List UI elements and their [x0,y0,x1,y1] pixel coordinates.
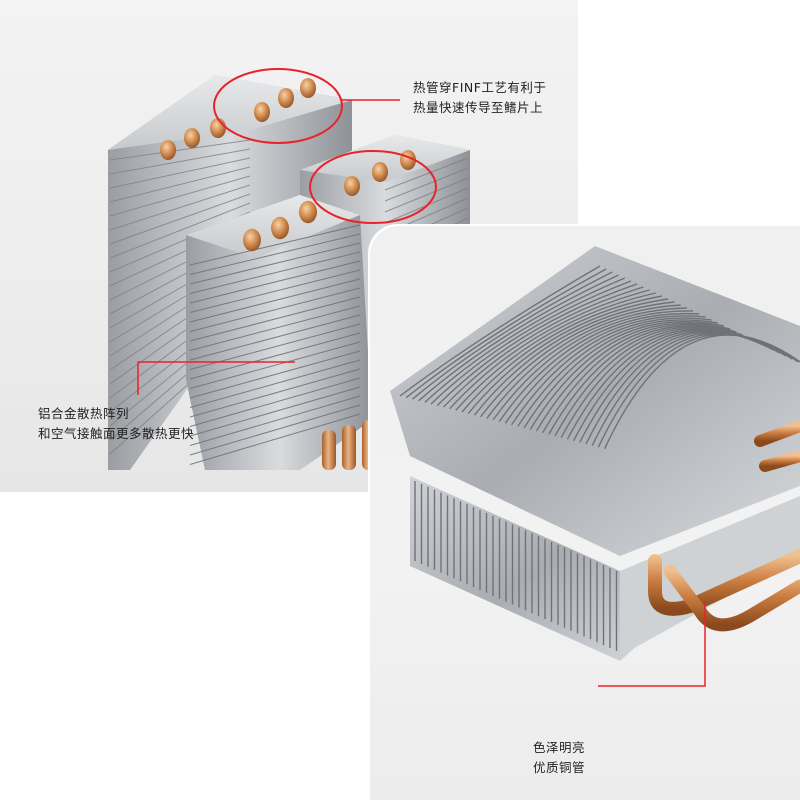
closeup-heatsink-image [390,246,800,687]
upper-fin-edge [455,292,656,411]
highlight-ring-middle-caps [309,150,437,224]
caption-copper-line1: 色泽明亮 [533,740,586,755]
caption-aluminum-array: 铝合金散热阵列 和空气接触面更多散热更快 [38,404,194,444]
rear-fin-edge [109,175,251,217]
base-heatpipes [322,420,374,470]
upper-fin-edge [492,310,694,421]
upper-fin-edge [473,301,675,416]
front-fin-edge [189,224,361,266]
heatpipe-cap-icon [254,102,270,122]
upper-fin-edge [498,312,700,423]
front-fin-edge [189,278,361,323]
upper-fin-edge [418,274,619,402]
heatpipe-cap-icon [210,118,226,138]
highlight-ring-rear-caps [213,68,343,144]
heatpipe-cap-icon [278,88,294,108]
upper-fin-edge [597,333,799,448]
upper-fin-edge [467,298,669,415]
front-fin-edge [189,269,361,313]
front-fin-edge [189,314,361,361]
heatpipe-cap-icon [372,162,388,182]
upper-fin-edge [461,295,663,413]
upper-fin-edge [603,334,800,450]
front-fin-edge [189,332,361,380]
heatpipe-cap-icon [243,228,261,252]
upper-fin-edge [591,332,793,446]
leader-line-copper [598,601,706,687]
front-fin-edge [189,377,361,427]
rear-fin-edge [109,139,251,161]
upper-fin-edge [442,286,644,408]
front-fin-edge [189,413,361,465]
upper-fin-edge [411,271,613,400]
upper-fin-edge [517,319,718,427]
upper-fin-edge [541,325,743,434]
caption-aluminum-line1: 铝合金散热阵列 [38,406,130,421]
upper-fin-edge [480,304,681,418]
rear-fin-edge [109,193,251,245]
rear-fin-edge [109,157,251,189]
heatpipe-cap-icon [299,200,317,224]
upper-fin-edge [535,323,737,432]
caption-copper-pipe: 色泽明亮 优质铜管 [533,738,585,778]
front-fin-edge [189,395,361,446]
rear-fin-edge [109,202,251,259]
caption-heatpipe-finf: 热管穿FINF工艺有利于 热量快速传导至鳍片上 [413,78,546,118]
base-plate [620,496,800,656]
front-fin-edge [189,305,361,351]
caption-copper-line2: 优质铜管 [533,760,586,775]
heatpipe-cap-icon [300,78,316,98]
front-fin-edge [189,287,361,332]
rear-fin-edge [109,166,251,203]
middle-fin-edge [384,177,469,213]
middle-fin-edge [384,167,469,202]
upper-fin-edge [405,268,607,399]
heatpipe-cap-icon [160,140,176,160]
copper-heatpipes [648,420,800,632]
rear-heatpipe-caps [160,78,316,160]
upper-fin-edge [399,265,601,397]
front-fin-edge [189,404,361,456]
front-fin-edge [189,350,361,399]
front-fin-edge [189,368,361,418]
upper-fin-edge [436,283,638,407]
rear-fin-edge [109,148,251,175]
caption-heatpipe-line1: 热管穿FINF工艺有利于 [413,80,547,95]
upper-fin-edge [424,277,626,403]
heatpipe-cap-icon [184,128,200,148]
rear-fin-edge [109,184,251,231]
upper-fin-edge [511,317,712,426]
front-fin-edge [189,242,361,285]
upper-fin-edge [529,322,731,430]
upper-fin-edge [523,320,725,429]
front-fin-edge [189,260,361,304]
front-fin-edge [189,296,361,342]
front-fin-edge [189,359,361,408]
bottom-photo-panel [370,226,800,800]
upper-fin-block [390,246,800,556]
front-fin-edge [189,251,361,294]
upper-fin-edge [430,280,632,405]
heatpipe-cap-icon [271,216,289,240]
heatpipe-cap-icon [344,176,360,196]
caption-heatpipe-line2: 热量快速传导至鳍片上 [413,100,544,115]
middle-heatpipe-caps [344,150,416,196]
front-heatpipe-caps [243,200,317,252]
front-fin-edge [189,386,361,437]
middle-fin-edge [384,157,469,191]
lower-fin-block [410,476,670,661]
upper-fin-edge [486,307,687,419]
caption-aluminum-line2: 和空气接触面更多散热更快 [38,426,195,441]
front-fin-edge [189,233,361,275]
front-fin-edge [189,341,361,389]
upper-fin-edge [504,315,706,424]
upper-fin-edge [449,289,650,410]
leader-line-aluminum [137,361,295,395]
